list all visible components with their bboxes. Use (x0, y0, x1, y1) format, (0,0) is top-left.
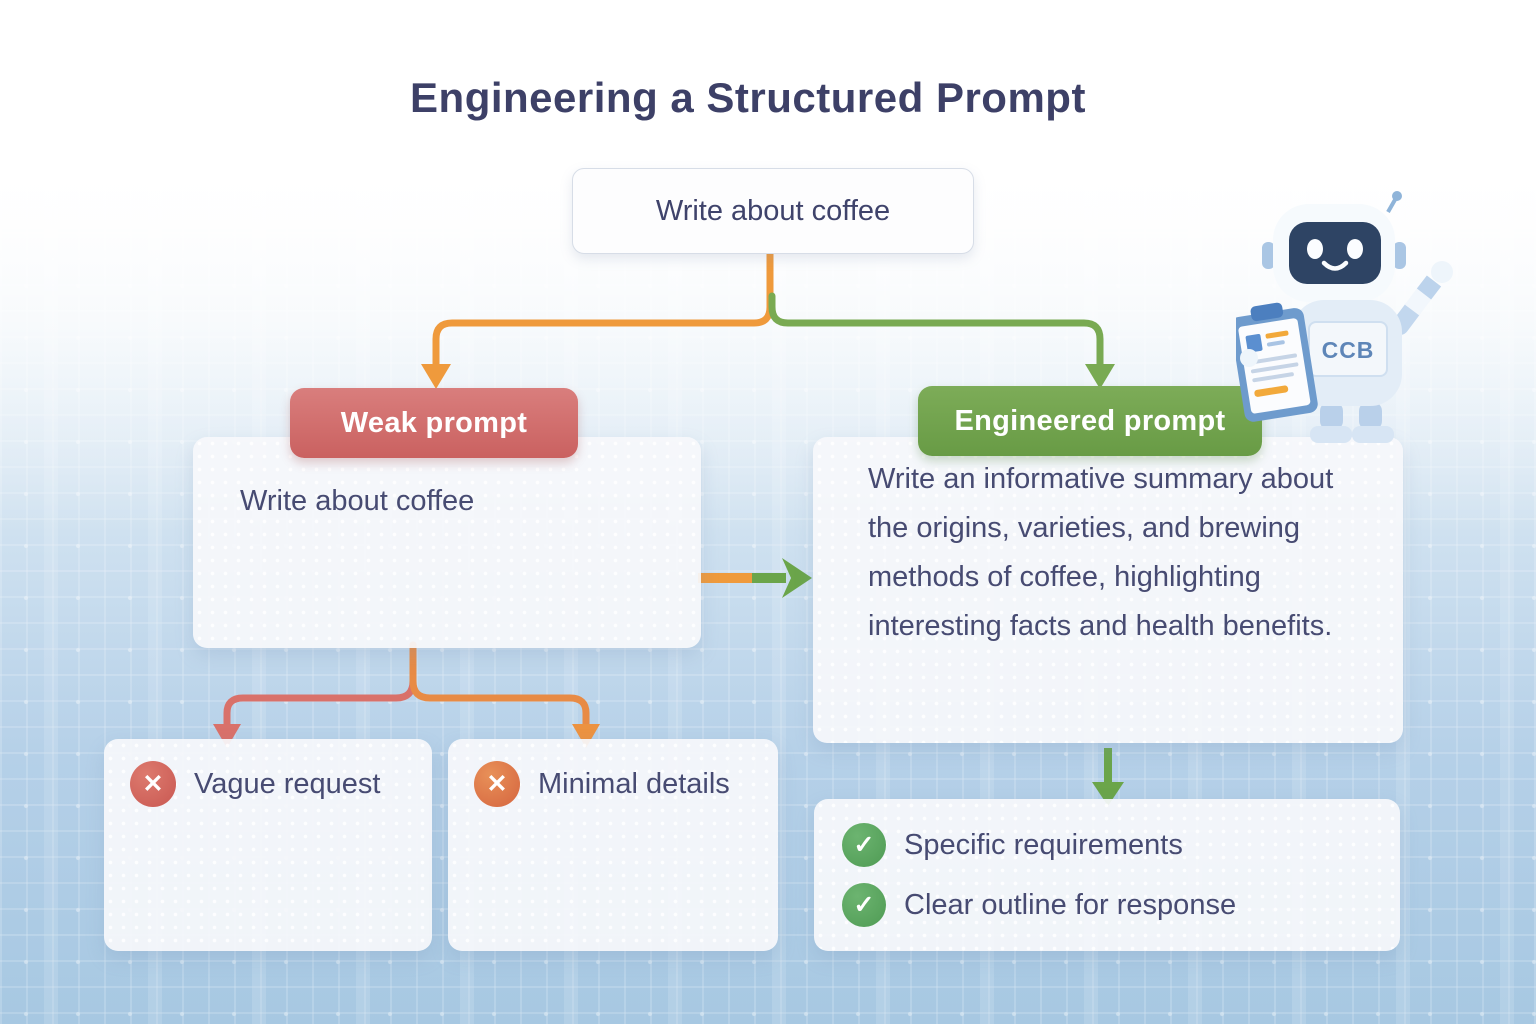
engineered-prompt-badge: Engineered prompt (918, 386, 1262, 456)
benefit-row: ✓ Specific requirements (842, 823, 1400, 867)
robot-leg (1320, 402, 1343, 430)
robot-eye-right (1347, 239, 1363, 259)
root-prompt-node: Write about coffee (572, 168, 974, 254)
check-circle-icon: ✓ (842, 823, 886, 867)
robot-left-hand (1240, 349, 1258, 367)
x-circle-icon: ✕ (474, 761, 520, 807)
issue-label: Vague request (194, 767, 381, 800)
robot-antenna (1386, 191, 1402, 213)
clipboard-glyph (1245, 334, 1263, 353)
weak-prompt-text: Write about coffee (240, 485, 475, 517)
robot-ear-right (1393, 242, 1406, 269)
robot-waving-arm (1391, 261, 1453, 335)
robot-foot (1310, 426, 1352, 443)
robot-foot (1352, 426, 1394, 443)
issue-label: Minimal details (538, 767, 730, 800)
robot-chest-label: CCB (1322, 337, 1375, 363)
issue-row: ✕ Vague request (130, 761, 381, 807)
page-title: Engineering a Structured Prompt (410, 74, 1086, 121)
robot-ear-left (1262, 242, 1275, 269)
benefit-label: Clear outline for response (904, 888, 1237, 921)
robot-mascot: CCB (1236, 191, 1453, 443)
check-circle-icon: ✓ (842, 883, 886, 927)
benefits-card: ✓ Specific requirements ✓ Clear outline … (814, 799, 1400, 951)
x-circle-icon: ✕ (130, 761, 176, 807)
engineered-prompt-text: Write an informative summary about the o… (868, 463, 1334, 642)
robot-face-screen (1289, 222, 1381, 284)
robot-clipboard (1236, 302, 1318, 422)
issue-card-minimal-details: ✕ Minimal details (448, 739, 778, 951)
benefit-label: Specific requirements (904, 828, 1183, 861)
weak-prompt-card: Write about coffee (193, 437, 701, 648)
robot-eye-left (1307, 239, 1323, 259)
robot-smile (1321, 260, 1349, 271)
robot-leg (1359, 402, 1382, 430)
benefit-row: ✓ Clear outline for response (842, 883, 1400, 927)
issue-card-vague-request: ✕ Vague request (104, 739, 432, 951)
root-prompt-text: Write about coffee (655, 194, 891, 227)
engineered-prompt-card: Write an informative summary about the o… (813, 437, 1403, 743)
weak-prompt-badge: Weak prompt (290, 388, 578, 458)
issue-row: ✕ Minimal details (474, 761, 730, 807)
